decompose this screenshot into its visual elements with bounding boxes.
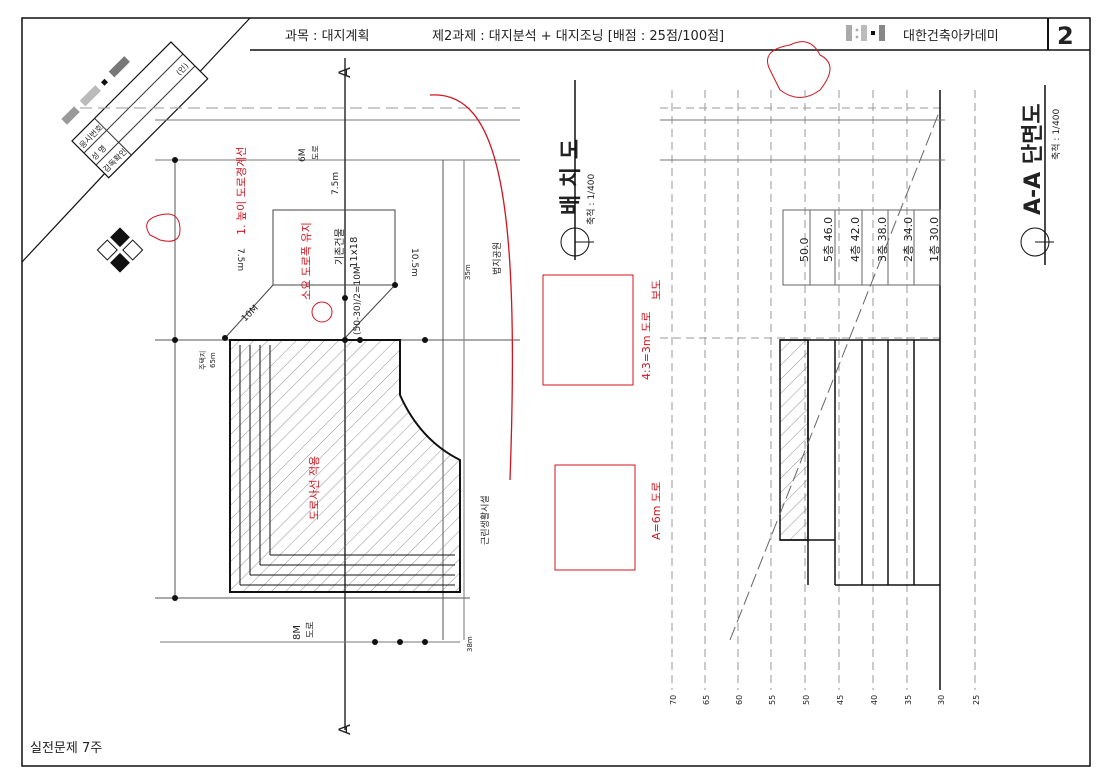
academy-logo: [846, 25, 885, 41]
site-plan-scale: 축척 : 1/400: [586, 173, 597, 225]
site-plan-title: 배 치 도: [559, 139, 584, 215]
header-subject: 과목 : 대지계획: [285, 29, 369, 44]
level-label: 4층 42.0: [849, 217, 862, 262]
annotation-note6: 4:3=3m 도로: [640, 312, 653, 380]
annotation-note2: 소요 도로폭 유지: [300, 222, 313, 300]
section-axis: 70 65 60 55 50 45 40 35 30 25: [669, 695, 981, 705]
axis-tick: 60: [735, 695, 744, 705]
residential-dim: 65m: [209, 352, 217, 368]
axis-tick: 35: [904, 695, 913, 705]
dim-right: 10.5m: [409, 248, 419, 277]
annotation-note3: 도로사선 적용: [308, 456, 321, 520]
header-academy: 대한건축아카데미: [903, 29, 999, 44]
section-drawing: [660, 90, 976, 690]
north-marker-site: [560, 227, 594, 257]
annotation-note7: 보도: [650, 280, 663, 300]
level-label: 1층 30.0: [928, 217, 941, 262]
section-levels: 50.0 5층 46.0 4층 42.0 3층 38.0 2층 34.0 1층 …: [798, 217, 941, 262]
dim-top: 7.5m: [331, 172, 341, 195]
page-border: [21, 17, 1091, 767]
residential-label: 주택지: [198, 351, 207, 370]
title-block: 응시번호 성 명 감독확인 (인): [61, 41, 209, 179]
commercial-dim: 38m: [466, 636, 474, 652]
north-arrow-icon: [96, 227, 144, 273]
commercial-label: 근린생활시설: [479, 495, 491, 545]
level-label: 3층 38.0: [876, 217, 889, 262]
annotation-note5: 10M: [240, 303, 261, 324]
road-top: 6M: [298, 149, 308, 163]
dim-left: 7.5m: [235, 248, 245, 271]
north-marker-section: [1020, 227, 1054, 257]
level-label: 5층 46.0: [822, 217, 835, 262]
park-dim: 35m: [464, 264, 472, 280]
annotation-note8: A=6m 도로: [650, 482, 663, 540]
axis-tick: 65: [702, 695, 711, 705]
section-marker-bottom: A: [335, 724, 354, 735]
red-annotations: 1. 높이 도로경계선 소요 도로폭 유지 도로사선 적용 (50-30)/2=…: [146, 41, 831, 571]
existing-building-size: 11x18: [349, 237, 360, 268]
header-assignment: 제2과제 : 대지분석 + 대지조닝 [배점 : 25점/100점]: [432, 29, 724, 44]
annotation-note4: (50-30)/2=10M: [353, 266, 363, 335]
axis-tick: 30: [937, 695, 946, 705]
road-bottom-label: 도로: [306, 621, 316, 638]
footer-label: 실전문제 7주: [30, 741, 102, 756]
axis-tick: 50: [802, 695, 811, 705]
park-label: 법지공원: [492, 242, 503, 275]
level-label: 50.0: [798, 238, 811, 263]
annotation-note1: 1. 높이 도로경계선: [235, 147, 248, 235]
section-scale: 축척 : 1/400: [1051, 108, 1062, 160]
road-top-label: 도로: [311, 145, 320, 160]
existing-building-label: 기존건물: [334, 228, 346, 265]
axis-tick: 70: [669, 695, 678, 705]
page-number: 2: [1057, 22, 1074, 50]
axis-tick: 45: [836, 695, 845, 705]
site-plan: [80, 58, 520, 730]
level-label: 2층 34.0: [902, 217, 915, 262]
section-marker-top: A: [335, 67, 354, 78]
axis-tick: 55: [768, 695, 777, 705]
section-title: A-A 단면도: [1021, 103, 1046, 215]
axis-tick: 25: [972, 695, 981, 705]
axis-tick: 40: [870, 695, 879, 705]
road-bottom: 8M: [292, 625, 303, 640]
